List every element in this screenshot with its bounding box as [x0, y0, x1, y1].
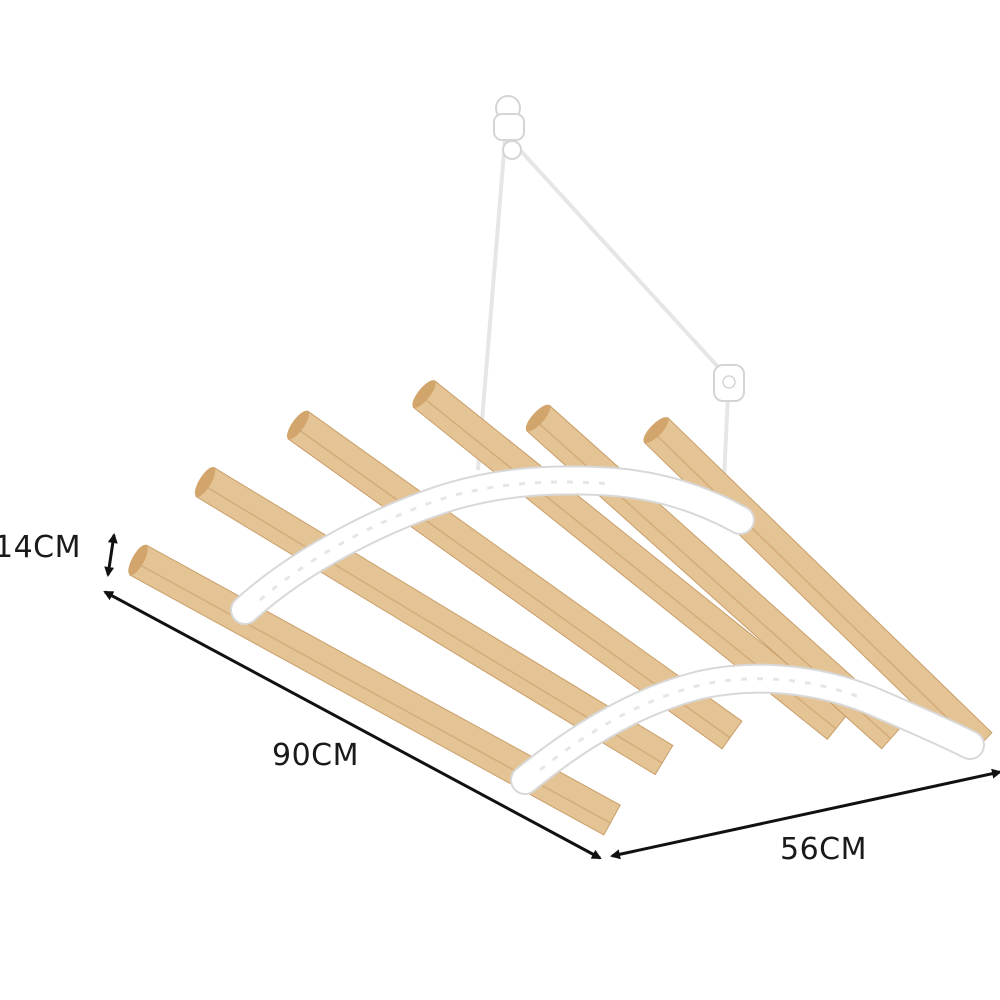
rope-cleat-icon [713, 364, 745, 402]
double-arrow-icon-length [103, 590, 602, 860]
slat-end-face [525, 404, 551, 432]
double-arrow-icon-height [104, 533, 118, 577]
bracket-back [230, 465, 755, 625]
dimension-lines [103, 533, 1000, 860]
slat-end-face [194, 467, 216, 497]
ceiling-pulley-icon [493, 95, 525, 160]
rope-left [476, 139, 507, 471]
rope-diagonal [518, 148, 732, 382]
length-dimension-label: 90CM [272, 738, 360, 773]
width-dimension-label: 56CM [780, 832, 868, 867]
slat-end-face [128, 544, 148, 576]
slat-edge [653, 431, 979, 748]
slat-end-face [412, 380, 436, 408]
double-arrow-icon-width [610, 768, 1000, 860]
slat-end-face [286, 410, 310, 440]
slat-end-face [643, 417, 669, 443]
height-dimension-label: 14CM [0, 530, 82, 565]
